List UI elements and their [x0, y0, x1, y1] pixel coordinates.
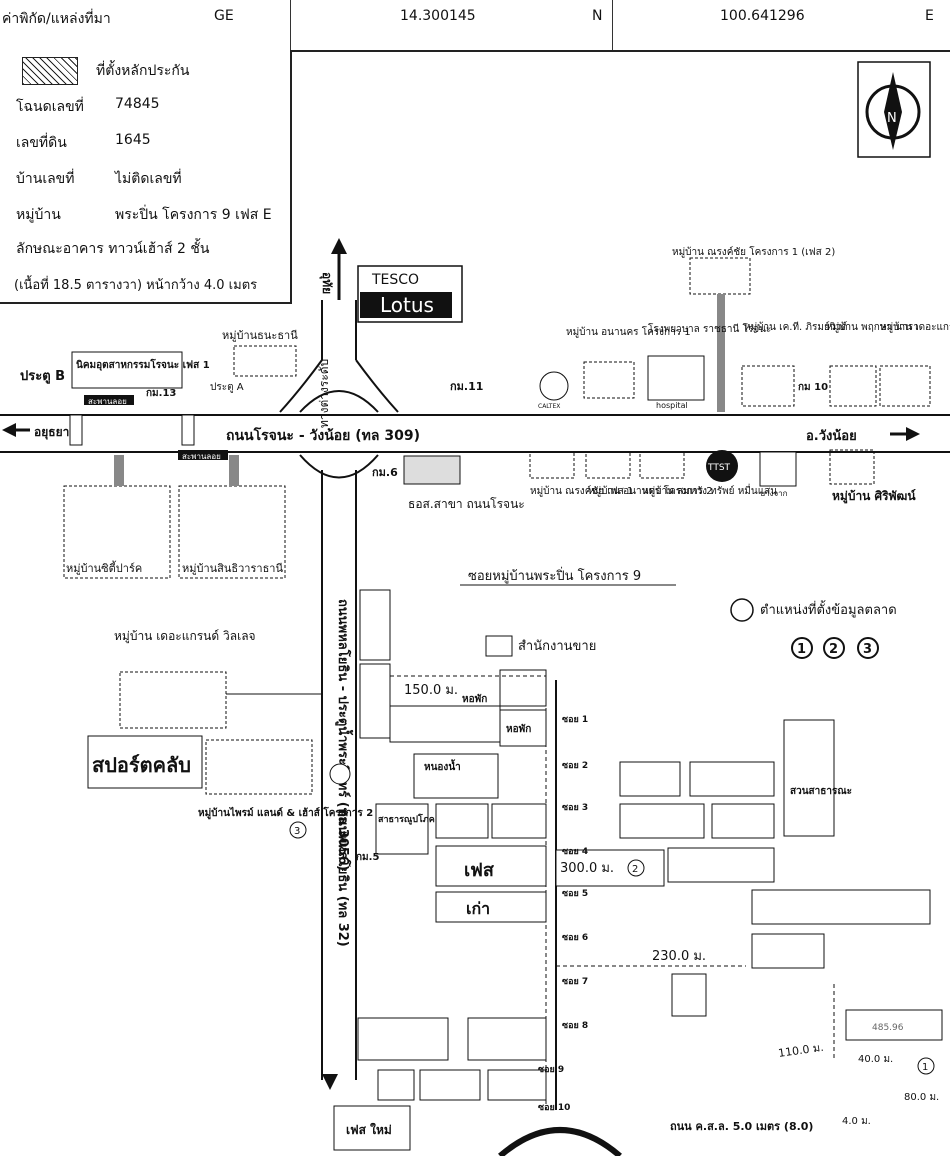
- soi-label-1: ซอย 1: [562, 715, 589, 725]
- dist-150: 150.0 ม.: [404, 683, 458, 698]
- property-legend: ที่ตั้งหลักประกัน โฉนดเลขที่ 74845 เลขที…: [0, 50, 292, 304]
- v-ananakorn-2: หมู่บ้าน อนานคร โครงการ 2: [588, 484, 713, 497]
- phase-old-line2: เก่า: [466, 899, 490, 918]
- km10-label: กม 10: [798, 382, 828, 393]
- compass-north: N: [887, 111, 897, 126]
- coord-source: GE: [214, 8, 234, 24]
- dist-300: 300.0 ม.: [560, 861, 614, 876]
- house-no-label: บ้านเลขที่: [16, 171, 75, 187]
- marker-3: 3: [863, 642, 872, 657]
- v-narongchai-p2: หมู่บ้าน ณรงค์ชัย โครงการ 1 (เฟส 2): [672, 245, 835, 258]
- v-grand-village: หมู่บ้าน เดอะแกรนด์ วิลเลจ: [880, 321, 950, 333]
- house-no-value: ไม่ติดเลขที่: [115, 171, 182, 187]
- dorm-2: หอพัก: [506, 723, 531, 735]
- coordinate-header: ค่าพิกัด/แหล่งที่มา GE 14.300145 N 100.6…: [0, 0, 950, 52]
- gate-a: ประตู A: [210, 382, 244, 393]
- dist-110: 110.0 ม.: [777, 1041, 824, 1060]
- land-no-value: 1645: [115, 132, 151, 148]
- soi-label-6: ซอย 6: [562, 933, 589, 943]
- village-label: หมู่บ้าน: [16, 207, 61, 223]
- bridge-label-2: สะพานลอย: [182, 452, 221, 461]
- soi-label-4: ซอย 4: [562, 847, 589, 857]
- bridge-label-1: สะพานลอย: [88, 397, 127, 406]
- bangchak-logo: บางจาก: [760, 489, 788, 498]
- marker-2: 2: [829, 642, 838, 657]
- km6-label: กม.6: [372, 466, 398, 479]
- plot-number: 485.96: [872, 1023, 904, 1033]
- soi-label-2: ซอย 2: [562, 761, 589, 771]
- industrial-estate: นิคมอุตสาหกรรมโรจนะ เฟส 1: [76, 358, 210, 371]
- highway-32: ถนนพหลโยธิน (ทล 32): [335, 809, 352, 947]
- to-north: อุทัย: [319, 272, 334, 294]
- village-value: พระปิ่น โครงการ 9 เฟส E: [115, 207, 272, 223]
- v-sinwarathani: หมู่บ้านสินธิวาราธานี: [182, 562, 283, 575]
- km11-label: กม.11: [450, 380, 483, 393]
- longitude-dir: E: [925, 8, 934, 24]
- v-citypark: หมู่บ้านซิตี้ปาร์ค: [66, 560, 142, 575]
- soi-main-label: ซอยหมู่บ้านพระปิ่น โครงการ 9: [468, 567, 641, 584]
- gate-b: ประตู B: [20, 369, 65, 384]
- phase-old-line1: เฟส: [464, 860, 495, 881]
- v-ananakorn-1: หมู่บ้าน อนานคร โครงการ 1: [566, 325, 691, 338]
- km13-label: กม.13: [146, 388, 176, 399]
- pond-label: หนองน้ำ: [424, 759, 461, 773]
- park-label: สวนสาธารณะ: [790, 786, 852, 797]
- marker-1: 1: [797, 642, 806, 657]
- longitude-value: 100.641296: [720, 8, 805, 24]
- v-kt: หมู่บ้าน เค.ที. ภิรมย์วิวด์: [744, 321, 848, 333]
- marker-1-site: 1: [922, 1062, 928, 1073]
- highway-3056: ถนนพหลโยธิน - ประตูน้ำพระอินทร์ (ทล 3056…: [335, 599, 354, 871]
- utility-label: สาธารณูปโภค: [378, 813, 435, 825]
- lotus-label: Lotus: [380, 293, 434, 317]
- deed-value: 74845: [115, 96, 160, 112]
- soi-label-10: ซอย 10: [538, 1103, 571, 1113]
- v-somwang: หมู่บ้าน สมหวัง ทรัพย์ หมื่นแสน: [642, 483, 777, 497]
- soi-label-5: ซอย 5: [562, 889, 589, 899]
- sports-club: สปอร์ตคลับ: [92, 753, 191, 777]
- hospital-label: โรงพยาบาล ราชธานี โรจนะ: [648, 322, 771, 335]
- v-prime-land: หมู่บ้านไพรม์ แลนด์ & เฮ้าส์ โครงการ 2: [198, 806, 373, 820]
- v-thanathani: หมู่บ้านธนะธานี: [222, 329, 298, 342]
- to-ayutthaya: อยุธยา: [34, 425, 69, 440]
- sales-office: สำนักงานขาย: [518, 639, 596, 654]
- grand-village-left: หมู่บ้าน เดอะแกรนด์ วิลเลจ: [114, 629, 256, 644]
- v-narongchai-p1: หมู่บ้าน ณรงค์ชัย เฟส 1: [530, 485, 633, 497]
- marker-3-site: 3: [294, 826, 300, 837]
- km5-label: กม.5: [356, 852, 379, 863]
- land-no-label: เลขที่ดิน: [16, 135, 67, 151]
- marker-2-site: 2: [632, 864, 638, 875]
- dist-230: 230.0 ม.: [652, 949, 706, 964]
- bank-label: ธอส.สาขา ถนนโรจนะ: [408, 497, 525, 511]
- main-road-label: ถนนโรจนะ - วังน้อย (ทล 309): [226, 426, 420, 444]
- tesco-label: TESCO: [371, 272, 419, 288]
- to-wangnoi: อ.วังน้อย: [806, 428, 857, 444]
- dist-4: 4.0 ม.: [842, 1116, 871, 1127]
- interchange-label: ทางต่างระดับ: [317, 359, 331, 428]
- building-type: ลักษณะอาคาร ทาวน์เฮ้าส์ 2 ชั้น: [16, 241, 210, 257]
- coord-label: ค่าพิกัด/แหล่งที่มา: [2, 11, 111, 27]
- deed-label: โฉนดเลขที่: [16, 99, 84, 115]
- market-legend: ตำแหน่งที่ตั้งข้อมูลตลาด: [760, 600, 897, 618]
- soi-label-9: ซอย 9: [538, 1065, 565, 1075]
- phase-new: เฟส ใหม่: [346, 1122, 392, 1137]
- collateral-hatch-swatch: [22, 57, 78, 85]
- soi-label-7: ซอย 7: [562, 977, 589, 987]
- v-siriphat: หมู่บ้าน ศิริพัฒน์: [832, 489, 916, 504]
- soi-label-3: ซอย 3: [562, 803, 589, 813]
- ttst-logo: TTST: [707, 463, 731, 473]
- dist-80: 80.0 ม.: [904, 1092, 939, 1103]
- hatch-label: ที่ตั้งหลักประกัน: [96, 63, 190, 79]
- dorm-1: หอพัก: [462, 693, 487, 705]
- concrete-road: ถนน ค.ส.ล. 5.0 เมตร (8.0): [670, 1120, 813, 1133]
- v-pruksa: หมู่บ้าน พฤกษา นารา: [826, 321, 919, 333]
- soi-label-8: ซอย 8: [562, 1021, 589, 1031]
- latitude-dir: N: [592, 8, 603, 24]
- land-area: (เนื้อที่ 18.5 ตารางวา) หน้ากว้าง 4.0 เม…: [14, 278, 258, 293]
- dist-40: 40.0 ม.: [858, 1054, 893, 1065]
- latitude-value: 14.300145: [400, 8, 476, 24]
- hospital-tag: hospital: [656, 401, 688, 410]
- caltex-1: CALTEX: [538, 403, 560, 410]
